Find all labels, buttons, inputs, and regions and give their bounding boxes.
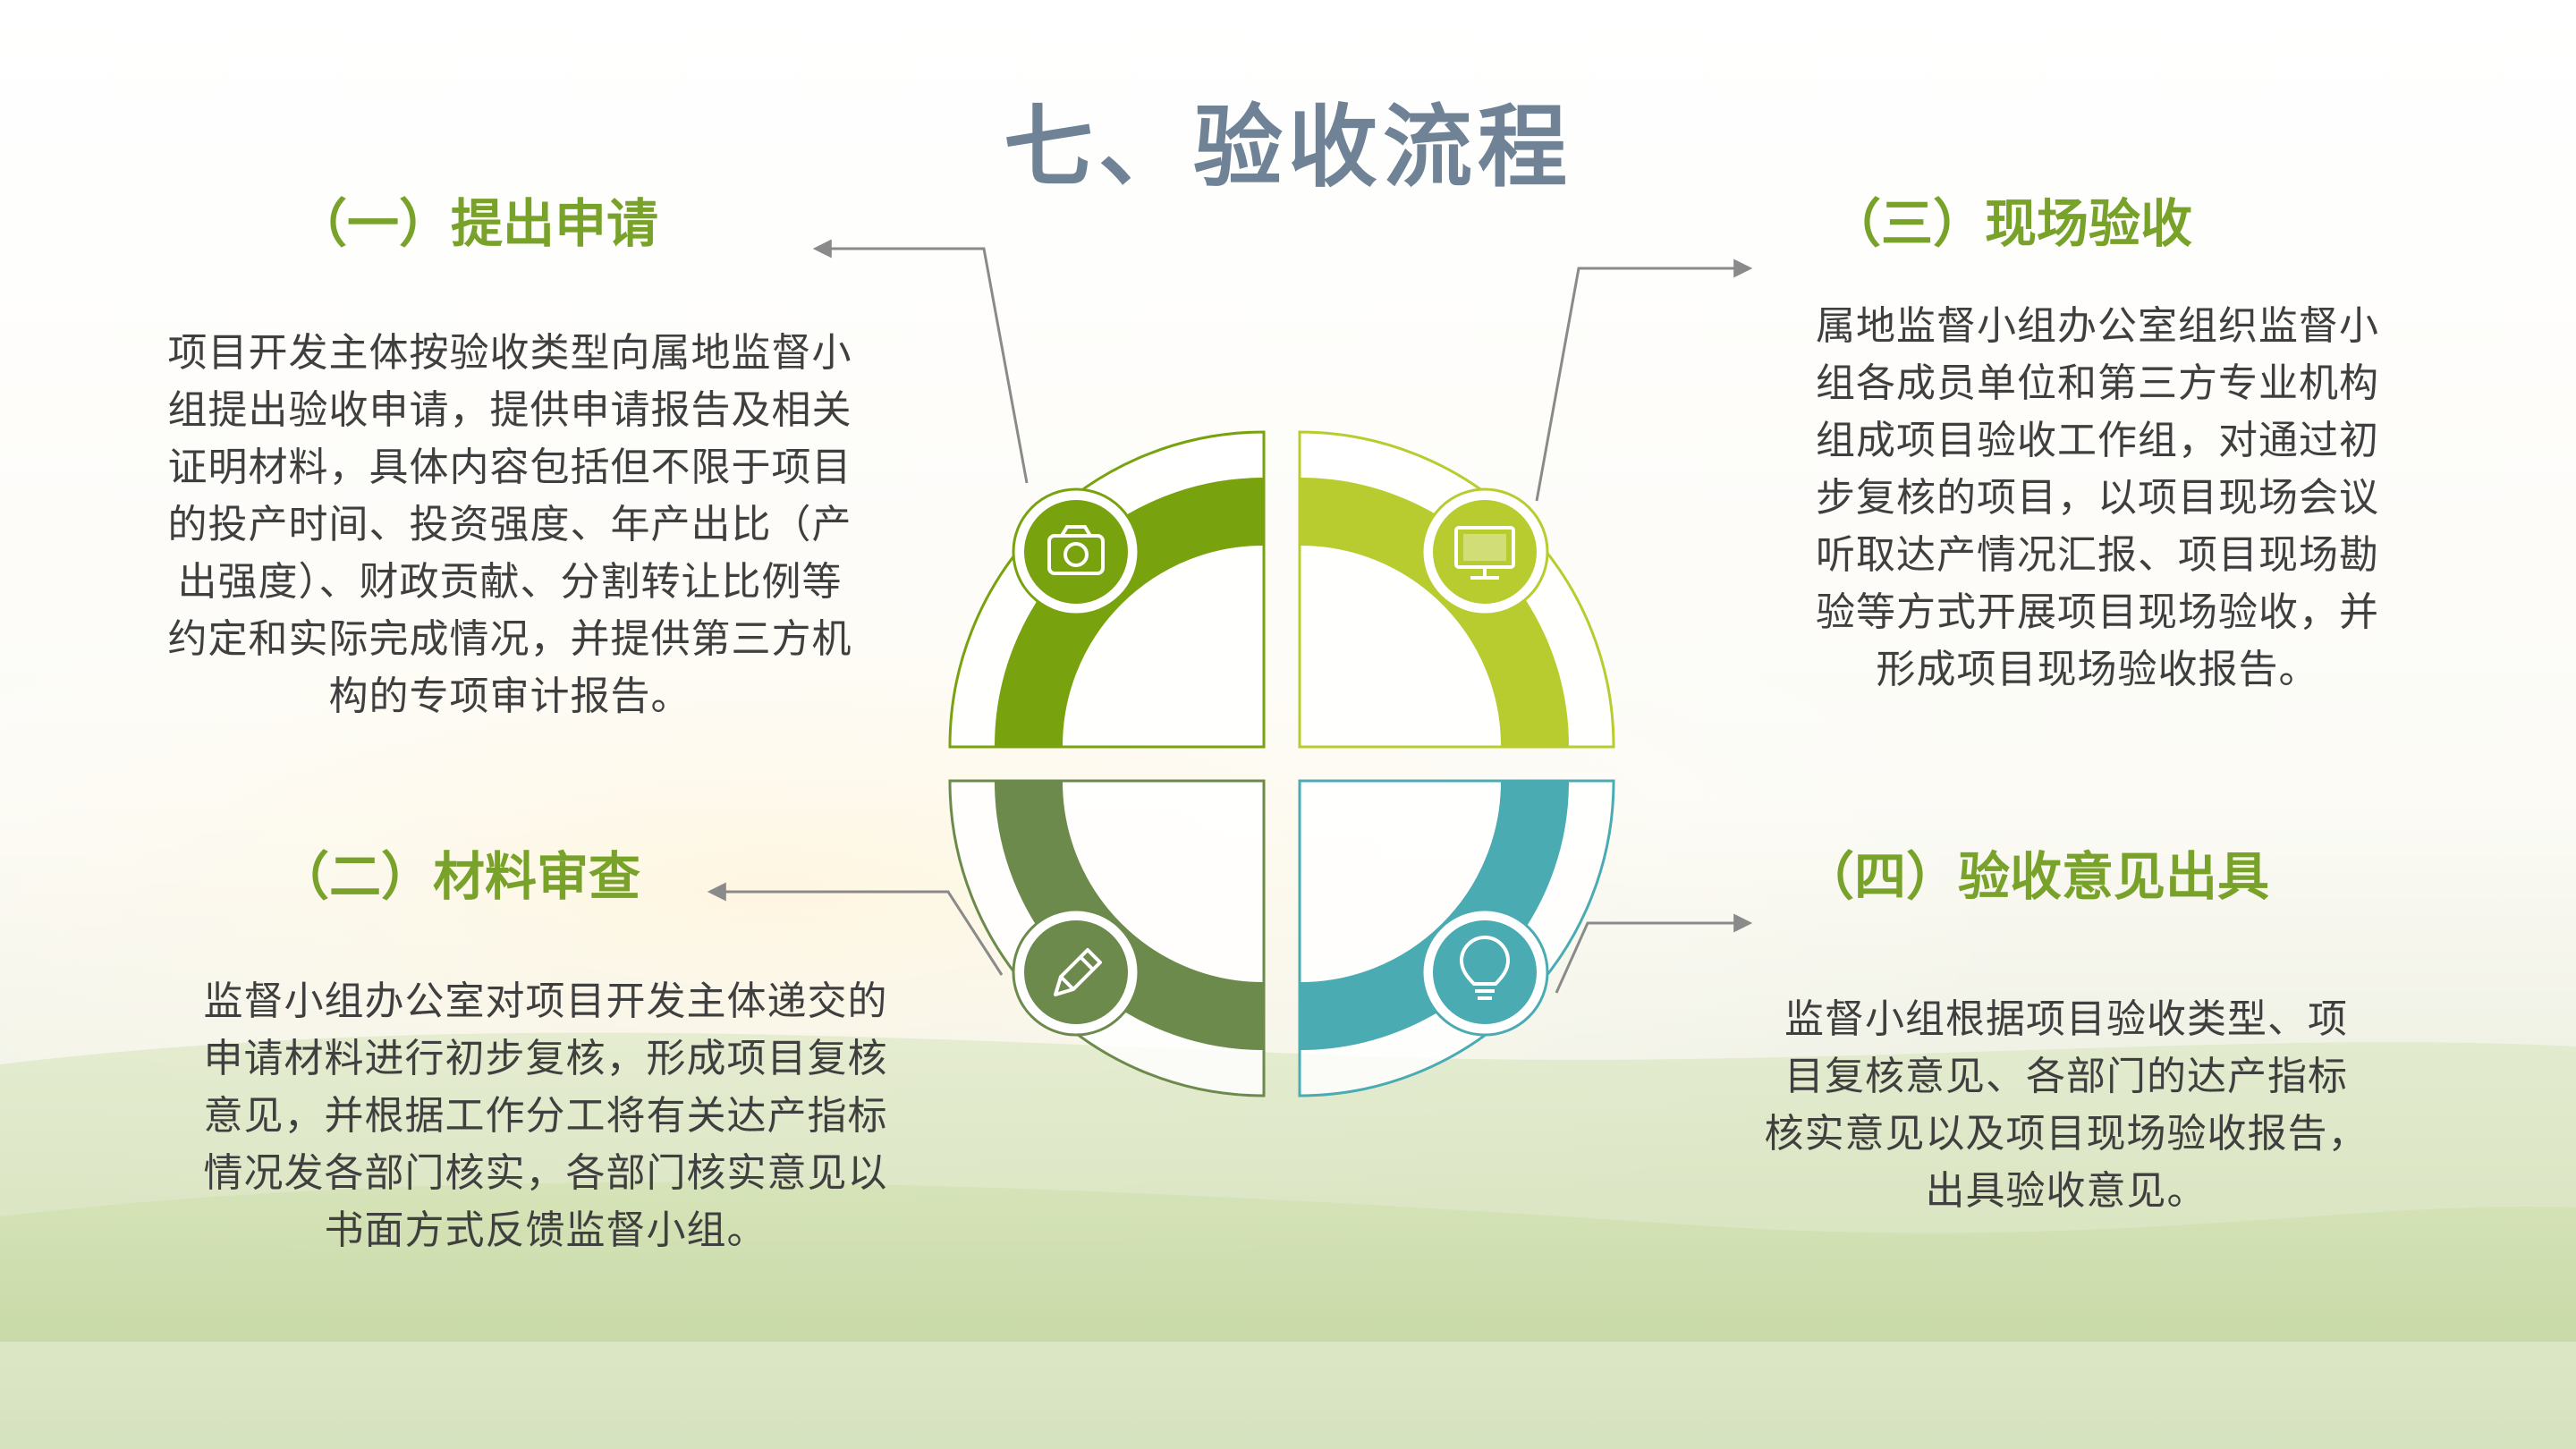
text-line: 步复核的项目，以项目现场会议 xyxy=(1784,470,2411,527)
step-2-heading: （二）材料审查 xyxy=(277,841,640,912)
connector-step-2 xyxy=(711,892,1002,975)
step-1-description: 项目开发主体按验收类型向属地监督小 组提出验收申请，提供申请报告及相关 证明材料… xyxy=(125,325,894,725)
text-line: 验等方式开展项目现场验收，并 xyxy=(1784,584,2411,641)
text-line: 组各成员单位和第三方专业机构 xyxy=(1784,355,2411,412)
step-3-heading: （三）现场验收 xyxy=(1829,188,2192,259)
text-line: 听取达产情况汇报、项目现场勘 xyxy=(1784,527,2411,584)
text-line: 出强度）、财政贡献、分割转让比例等 xyxy=(125,554,894,611)
text-line: 申请材料进行初步复核，形成项目复核 xyxy=(161,1030,930,1088)
text-line: 的投产时间、投资强度、年产出比（产 xyxy=(125,496,894,554)
badge-step-3 xyxy=(1422,489,1547,614)
text-line: 监督小组办公室对项目开发主体递交的 xyxy=(161,973,930,1030)
step-4-heading: （四）验收意见出具 xyxy=(1802,841,2269,912)
connector-step-4 xyxy=(1556,923,1749,993)
text-line: 组成项目验收工作组，对通过初 xyxy=(1784,412,2411,470)
text-line: 构的专项审计报告。 xyxy=(125,668,894,725)
text-line: 核实意见以及项目现场验收报告， xyxy=(1744,1106,2388,1163)
text-line: 目复核意见、各部门的达产指标 xyxy=(1744,1048,2388,1106)
text-line: 形成项目现场验收报告。 xyxy=(1784,641,2411,699)
step-1-heading: （一）提出申请 xyxy=(295,188,658,259)
step-3-description: 属地监督小组办公室组织监督小 组各成员单位和第三方专业机构 组成项目验收工作组，… xyxy=(1784,298,2411,699)
text-line: 约定和实际完成情况，并提供第三方机 xyxy=(125,611,894,668)
text-line: 出具验收意见。 xyxy=(1744,1163,2388,1220)
text-line: 情况发各部门核实，各部门核实意见以 xyxy=(161,1145,930,1202)
badge-step-2 xyxy=(1013,910,1139,1035)
text-line: 监督小组根据项目验收类型、项 xyxy=(1744,991,2388,1048)
text-line: 组提出验收申请，提供申请报告及相关 xyxy=(125,382,894,439)
text-line: 书面方式反馈监督小组。 xyxy=(161,1202,930,1259)
step-2-description: 监督小组办公室对项目开发主体递交的 申请材料进行初步复核，形成项目复核 意见，并… xyxy=(161,973,930,1259)
badge-step-1 xyxy=(1013,489,1139,614)
text-line: 证明材料，具体内容包括但不限于项目 xyxy=(125,439,894,496)
text-line: 意见，并根据工作分工将有关达产指标 xyxy=(161,1088,930,1145)
connector-step-3 xyxy=(1537,268,1749,501)
text-line: 项目开发主体按验收类型向属地监督小 xyxy=(125,325,894,382)
text-line: 属地监督小组办公室组织监督小 xyxy=(1784,298,2411,355)
step-4-description: 监督小组根据项目验收类型、项 目复核意见、各部门的达产指标 核实意见以及项目现场… xyxy=(1744,991,2388,1220)
badge-step-4 xyxy=(1422,910,1547,1035)
